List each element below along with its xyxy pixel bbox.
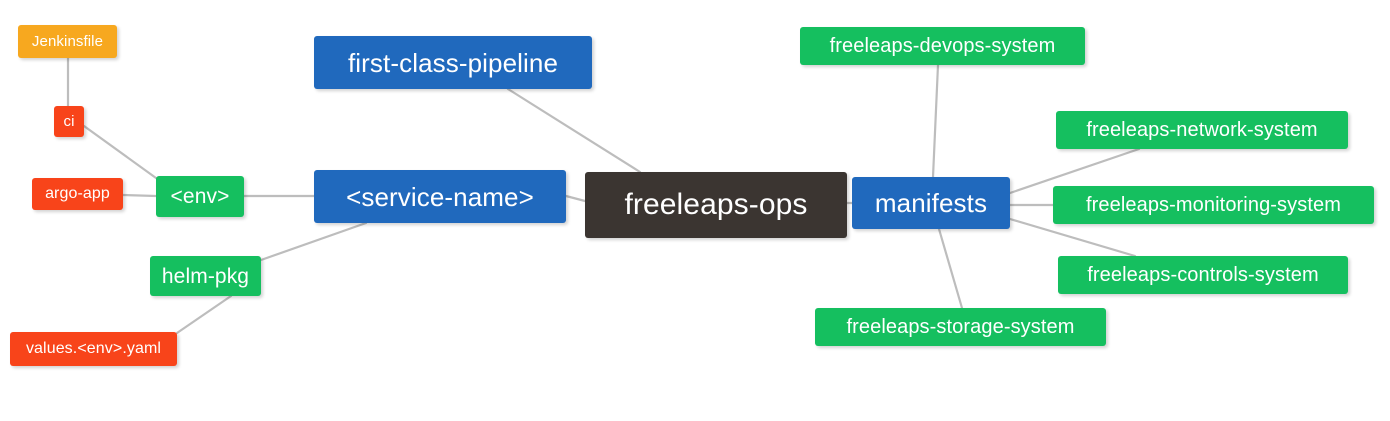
mindmap-node-values-env-yaml[interactable]: values.<env>.yaml [10, 332, 177, 366]
mindmap-node-argo-app[interactable]: argo-app [32, 178, 123, 210]
node-label-ci: ci [63, 113, 75, 130]
node-label-freeleaps-ops: freeleaps-ops [624, 188, 808, 221]
node-label-freeleaps-controls-system: freeleaps-controls-system [1087, 264, 1319, 286]
mindmap-node-freeleaps-controls-system[interactable]: freeleaps-controls-system [1058, 256, 1348, 294]
mindmap-node-first-class-pipeline[interactable]: first-class-pipeline [314, 36, 592, 89]
mindmap-node-helm-pkg[interactable]: helm-pkg [150, 256, 261, 296]
mindmap-node-freeleaps-ops[interactable]: freeleaps-ops [585, 172, 847, 238]
edge-manifests-to-freeleaps-controls-system [1008, 217, 1137, 258]
node-label-argo-app: argo-app [45, 185, 110, 202]
node-label-env: <env> [170, 185, 230, 208]
node-label-values-env-yaml: values.<env>.yaml [25, 340, 162, 357]
node-label-service-name: <service-name> [346, 181, 534, 212]
node-label-helm-pkg: helm-pkg [161, 264, 250, 288]
edge-argo-app-to-env [121, 193, 158, 198]
node-label-manifests: manifests [874, 188, 988, 218]
mindmap-node-ci[interactable]: ci [54, 106, 84, 137]
node-label-freeleaps-devops-system: freeleaps-devops-system [829, 35, 1056, 57]
edge-helm-pkg-to-service-name [259, 221, 368, 262]
node-label-first-class-pipeline: first-class-pipeline [347, 47, 559, 78]
mindmap-node-freeleaps-storage-system[interactable]: freeleaps-storage-system [815, 308, 1106, 346]
edge-ci-to-env [82, 124, 158, 180]
node-label-freeleaps-monitoring-system: freeleaps-monitoring-system [1085, 194, 1341, 216]
mindmap-node-service-name[interactable]: <service-name> [314, 170, 566, 223]
mindmap-node-freeleaps-network-system[interactable]: freeleaps-network-system [1056, 111, 1348, 149]
node-label-freeleaps-storage-system: freeleaps-storage-system [846, 316, 1075, 338]
mindmap-node-freeleaps-devops-system[interactable]: freeleaps-devops-system [800, 27, 1085, 65]
edge-manifests-to-freeleaps-storage-system [937, 227, 964, 310]
node-label-jenkinsfile: Jenkinsfile [31, 33, 104, 50]
mindmap-node-manifests[interactable]: manifests [852, 177, 1010, 229]
mindmap-node-env[interactable]: <env> [156, 176, 244, 217]
mindmap-node-jenkinsfile[interactable]: Jenkinsfile [18, 25, 117, 58]
mindmap-node-freeleaps-monitoring-system[interactable]: freeleaps-monitoring-system [1053, 186, 1374, 224]
edge-values-env-yaml-to-helm-pkg [175, 294, 233, 335]
node-label-freeleaps-network-system: freeleaps-network-system [1086, 119, 1318, 141]
edge-first-class-pipeline-to-freeleaps-ops [506, 87, 642, 174]
edge-freeleaps-devops-system-to-manifests [931, 63, 940, 179]
edge-service-name-to-freeleaps-ops [564, 194, 587, 203]
